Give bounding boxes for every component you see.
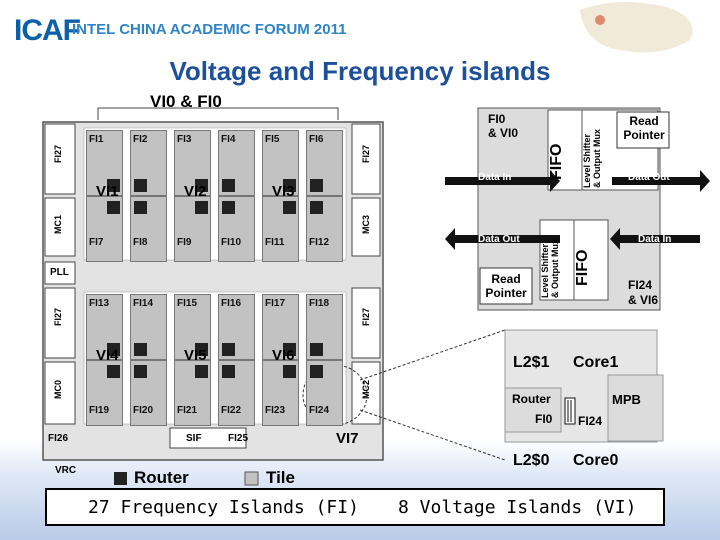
tile-fi20: FI20 — [130, 360, 167, 426]
tile-fi8: FI8 — [130, 196, 167, 262]
tile-fi15: FI15 — [174, 294, 211, 360]
tile-fi23: FI23 — [262, 360, 299, 426]
tile-fi7: FI7 — [86, 196, 123, 262]
fi0-core-label: FI0 — [535, 412, 553, 426]
vi1-label: VI1 — [96, 183, 119, 200]
right-mc2: MC2 — [361, 380, 371, 400]
tile-fi12: FI12 — [306, 196, 343, 262]
vi3-label: VI3 — [272, 183, 295, 200]
tile-fi5: FI5 — [262, 130, 299, 196]
l2-0-label: L2$0 — [513, 452, 550, 469]
data-in-bottom: Data In — [638, 234, 672, 245]
level-shifter-top: Level Shifter& Output Mux — [582, 129, 602, 188]
tile-fi10: FI10 — [218, 196, 255, 262]
forum-name: INTEL CHINA ACADEMIC FORUM 2011 — [72, 21, 347, 38]
tile-fi22: FI22 — [218, 360, 255, 426]
caption-voltage-islands: 8 Voltage Islands (VI) — [398, 497, 637, 518]
data-out-top: Data Out — [628, 172, 670, 183]
left-fi27-bottom: FI27 — [53, 308, 63, 327]
vi5-label: VI5 — [184, 347, 207, 364]
right-mc3: MC3 — [361, 215, 371, 235]
router-label: Router — [512, 392, 551, 406]
tile-fi1: FI1 — [86, 130, 123, 196]
core0-label: Core0 — [573, 452, 619, 469]
left-vrc: VRC — [55, 465, 77, 476]
left-mc1: MC1 — [53, 215, 63, 235]
tile-fi24: FI24 — [306, 360, 343, 426]
tile-fi2: FI2 — [130, 130, 167, 196]
fifo-top: FIFO — [548, 143, 565, 180]
left-mc0: MC0 — [53, 380, 63, 400]
left-fi27-top: FI27 — [53, 145, 63, 164]
icaf-logo: ICAF — [14, 14, 81, 47]
tile-fi18: FI18 — [306, 294, 343, 360]
fi24-core-label: FI24 — [578, 414, 603, 428]
china-map-decoration — [580, 1, 693, 53]
vi7-label: VI7 — [336, 430, 359, 447]
right-fi27-bottom: FI27 — [361, 308, 371, 327]
mpb-label: MPB — [612, 392, 641, 407]
fi24-vi6-label: FI24& VI6 — [628, 278, 659, 307]
fi25-label: FI25 — [228, 433, 249, 444]
legend-tile: Tile — [266, 468, 295, 487]
vi0-fi0-label: VI0 & FI0 — [150, 92, 222, 111]
tile-fi3: FI3 — [174, 130, 211, 196]
level-shifter-bottom: Level Shifter& Output Mux — [540, 239, 560, 298]
caption-frequency-islands: 27 Frequency Islands (FI) — [88, 497, 359, 518]
tile-fi17: FI17 — [262, 294, 299, 360]
tile-fi19: FI19 — [86, 360, 123, 426]
tile-fi6: FI6 — [306, 130, 343, 196]
page-title: Voltage and Frequency islands — [169, 56, 551, 86]
data-in-top: Data In — [478, 172, 512, 183]
left-pll: PLL — [50, 267, 69, 278]
tile-fi14: FI14 — [130, 294, 167, 360]
right-fi27-top: FI27 — [361, 145, 371, 164]
left-fi26: FI26 — [48, 433, 69, 444]
fifo-bottom: FIFO — [574, 249, 591, 286]
tile-fi16: FI16 — [218, 294, 255, 360]
tile-fi9: FI9 — [174, 196, 211, 262]
tile-fi13: FI13 — [86, 294, 123, 360]
sif-label: SIF — [186, 433, 202, 444]
data-out-bottom: Data Out — [478, 234, 520, 245]
fi0-vi0-label: FI0& VI0 — [488, 112, 519, 140]
vi4-label: VI4 — [96, 347, 119, 364]
vi2-label: VI2 — [184, 183, 207, 200]
legend-router: Router — [134, 468, 189, 487]
l2-1-label: L2$1 — [513, 354, 550, 371]
core1-label: Core1 — [573, 354, 619, 371]
tile-fi21: FI21 — [174, 360, 211, 426]
vi6-label: VI6 — [272, 347, 295, 364]
tile-fi11: FI11 — [262, 196, 299, 262]
tile-fi4: FI4 — [218, 130, 255, 196]
caption-box — [45, 488, 665, 526]
